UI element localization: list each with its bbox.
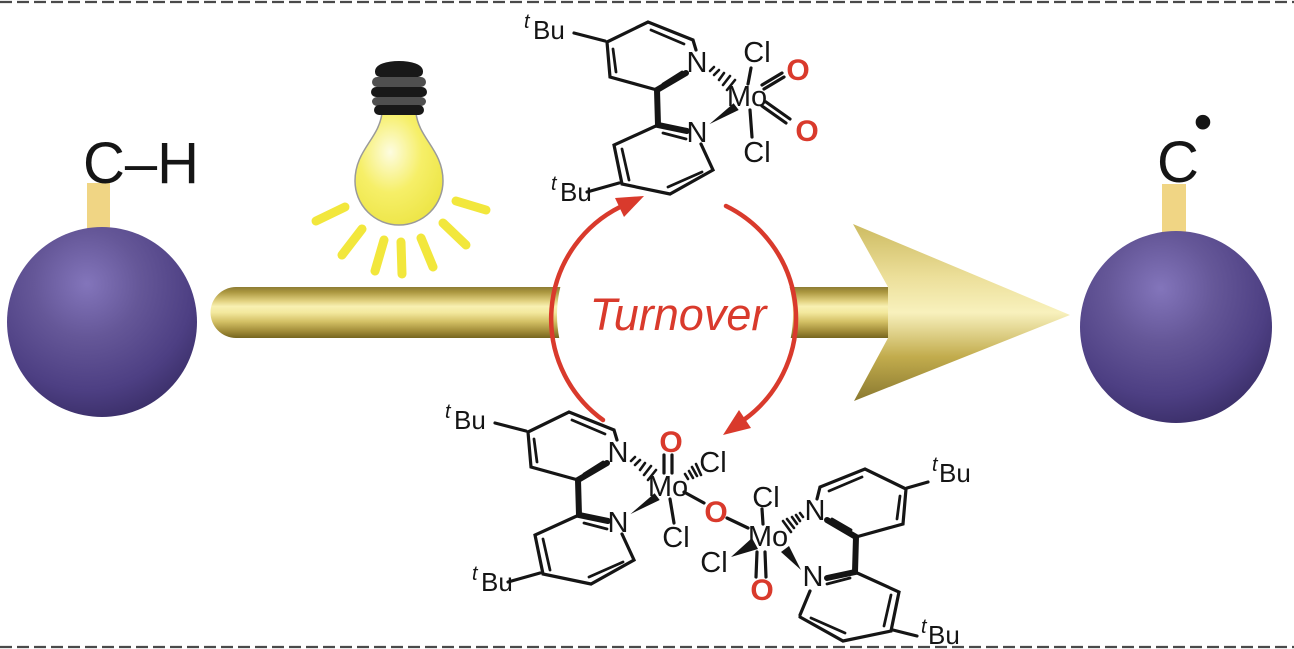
atom-label-n: N [687, 117, 708, 149]
lightbulb-glass [354, 112, 444, 226]
atom-label-n: N [803, 561, 824, 593]
atom-label-mo: Mo [748, 521, 788, 553]
lightbulb-icon [311, 61, 491, 279]
mo-dimer-left-substituents: O Cl O Cl [659, 426, 727, 554]
radical-dot-icon: • [1194, 92, 1213, 152]
turnover-arc-right [723, 203, 799, 422]
atom-label-cl: Cl [743, 37, 770, 69]
atom-label-cl: Cl [752, 482, 779, 514]
atom-label-cl: Cl [699, 447, 726, 479]
atom-label-cl: Cl [662, 522, 689, 554]
bond-lines [662, 453, 706, 525]
bond-lines [746, 66, 792, 139]
atom-label-o: O [795, 115, 818, 148]
bond-lines [572, 20, 739, 196]
atom-label-cl: Cl [743, 137, 770, 169]
turnover-arrowhead-top [615, 196, 644, 217]
atom-label-n: N [687, 47, 708, 79]
substrate-sphere-group: C–H [7, 131, 199, 417]
bond-lines [725, 467, 930, 643]
product-sphere-group: C • [1080, 92, 1272, 423]
turnover-arrowhead-bottom [723, 410, 751, 435]
bipyridine-mo-unit: t Bu t Bu N N Mo [524, 11, 767, 207]
tbu-superscript: t [524, 11, 531, 33]
turnover-circle [557, 197, 793, 433]
tbu-superscript: t [921, 616, 928, 638]
substrate-sphere [7, 227, 197, 417]
ch-bond-stub [87, 183, 110, 238]
substrate-label: C–H [83, 131, 199, 196]
reaction-arrow-head [853, 224, 1070, 401]
mo-dioxo-complex-substituents: Cl O O Cl [743, 37, 818, 169]
atom-label-o: O [786, 54, 809, 87]
tbu-label: Bu [928, 620, 960, 649]
turnover-arc-left [548, 204, 623, 423]
lightbulb-screw-cap [371, 61, 427, 115]
lightbulb-rays [311, 196, 491, 279]
tbu-label: Bu [939, 458, 971, 488]
tbu-superscript: t [932, 454, 939, 476]
mo-dimer-right-half: t Bu t Bu N N Mo Cl Cl O [700, 454, 971, 649]
tbu-label: Bu [560, 177, 592, 207]
tbu-superscript: t [551, 173, 558, 195]
atom-label-o-bridge: O [704, 496, 727, 529]
atom-label-n: N [805, 495, 826, 527]
atom-label-mo: Mo [727, 81, 767, 113]
product-sphere [1080, 231, 1272, 423]
product-label: C [1157, 130, 1199, 195]
turnover-cycle-arrows: Turnover [548, 196, 799, 435]
atom-label-cl: Cl [700, 547, 727, 579]
tbu-label: Bu [533, 15, 565, 45]
atom-label-o: O [659, 426, 682, 459]
atom-label-o: O [750, 574, 773, 607]
turnover-label: Turnover [590, 289, 769, 340]
